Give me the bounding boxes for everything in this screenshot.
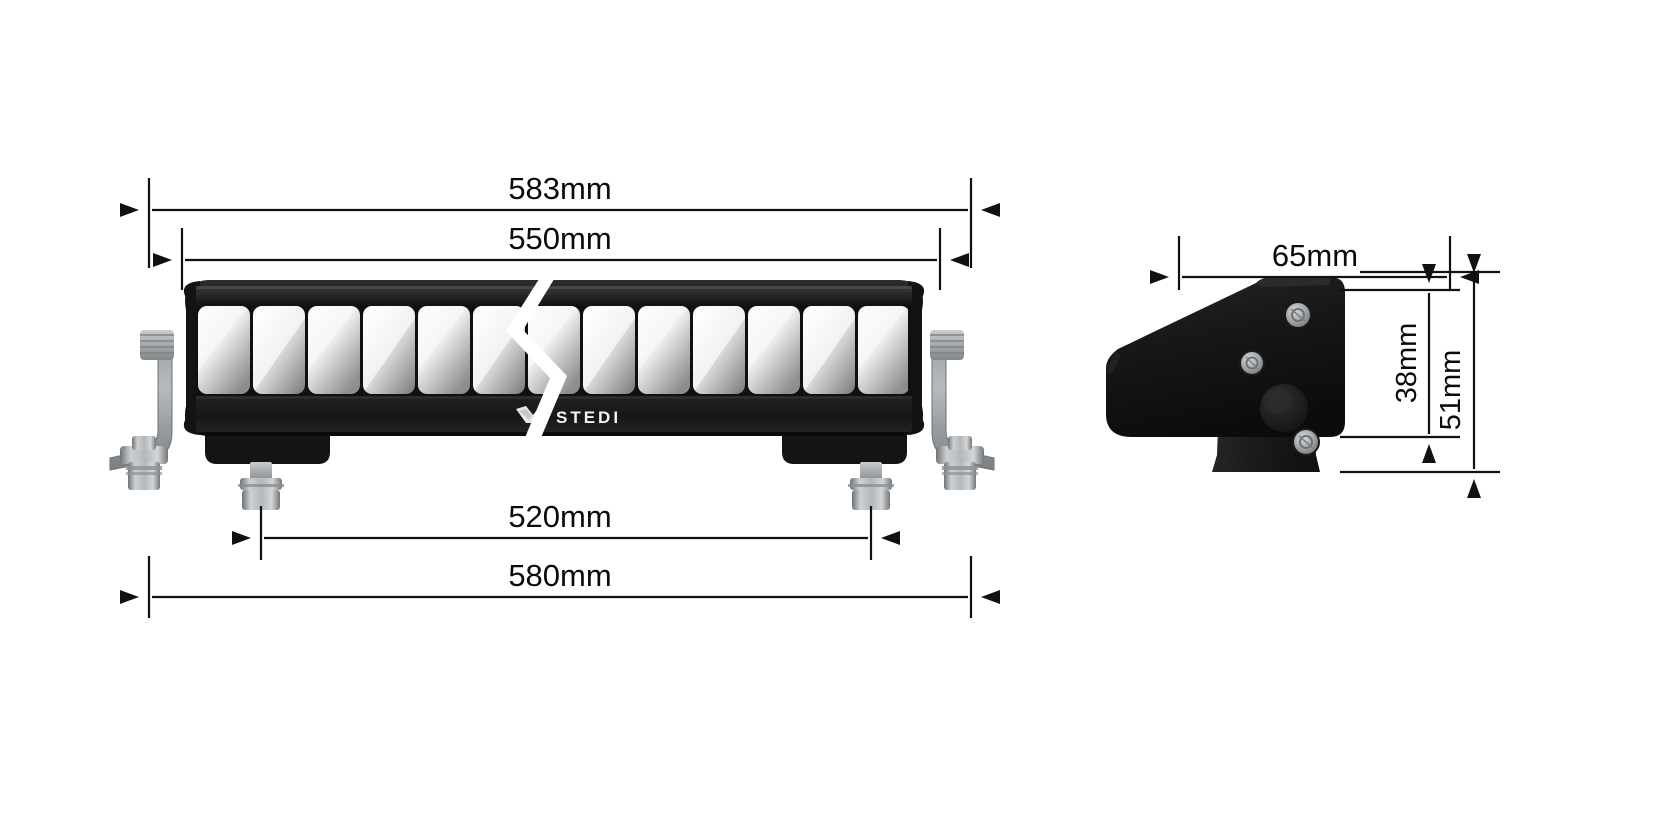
lens-segment (748, 306, 800, 394)
adjuster-knob-right (930, 330, 964, 360)
dimension-label-38mm: 38mm (1391, 323, 1423, 404)
lens-segment (638, 306, 690, 394)
dim-arrow-left (120, 590, 139, 604)
lens-segment (308, 306, 360, 394)
lens-segment (253, 306, 305, 394)
dim-arrow-left (153, 253, 172, 267)
screw-bottom-right (1292, 428, 1320, 456)
light-bar-housing: STEDI (183, 280, 925, 436)
dimension-label-520mm: 520mm (508, 499, 611, 534)
dimension-580mm: 580mm (120, 556, 1000, 618)
lens-segment (583, 306, 635, 394)
lens-segment (858, 306, 908, 394)
dimension-65mm: 65mm (1150, 236, 1479, 290)
dim-arrow-right (950, 253, 969, 267)
lens-segment (198, 306, 250, 394)
lens-segment (363, 306, 415, 394)
dimension-520mm: 520mm (232, 499, 900, 560)
dim-arrow-left (1150, 270, 1169, 284)
dimension-label-550mm: 550mm (508, 221, 611, 256)
side-view: 65mm 38mm 51mm (1106, 236, 1500, 498)
dim-arrow-right (981, 203, 1000, 217)
dimension-51mm: 51mm (1340, 254, 1500, 498)
housing-bottom-bezel (196, 396, 912, 432)
dim-arrow-top (1467, 254, 1481, 273)
lens-segment (693, 306, 745, 394)
lens-segment (528, 306, 580, 394)
dim-arrow-top (1422, 264, 1436, 283)
lens-segment (418, 306, 470, 394)
lens-segment (803, 306, 855, 394)
dim-arrow-left (120, 203, 139, 217)
front-view: STEDI 583mm 550mm (109, 171, 1000, 618)
dim-arrow-right (881, 531, 900, 545)
dimension-38mm: 38mm (1340, 264, 1460, 463)
dim-arrow-bottom (1422, 444, 1436, 463)
dimension-label-583mm: 583mm (508, 171, 611, 206)
dimension-583mm: 583mm (120, 171, 1000, 268)
brand-logo-text: STEDI (556, 408, 621, 427)
screw-left (1239, 350, 1265, 376)
lens-segments (198, 306, 908, 394)
housing-top-bezel (196, 286, 912, 306)
zigzag-break-symbol (506, 276, 567, 440)
side-housing-body (1106, 277, 1345, 456)
dimension-label-580mm: 580mm (508, 558, 611, 593)
dimension-550mm: 550mm (153, 221, 969, 290)
screw-top-right (1284, 301, 1312, 329)
dim-arrow-right (981, 590, 1000, 604)
dimension-label-51mm: 51mm (1435, 350, 1467, 431)
dimension-label-65mm: 65mm (1272, 238, 1358, 273)
dim-arrow-left (232, 531, 251, 545)
dim-arrow-bottom (1467, 479, 1481, 498)
adjuster-knob-left (140, 330, 174, 360)
